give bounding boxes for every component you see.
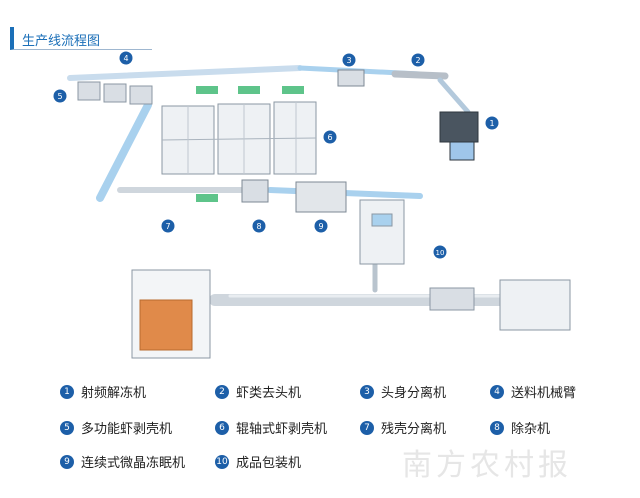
legend-number: 3 bbox=[360, 384, 374, 399]
roller-sheller-grid bbox=[161, 101, 317, 175]
head-body-separator bbox=[337, 69, 365, 87]
callout-number-3: 3 bbox=[346, 56, 351, 65]
callout-circle-4 bbox=[119, 51, 133, 65]
legend-label: 辊轴式虾剥壳机 bbox=[236, 422, 328, 437]
legend-item-7: 7 残壳分离机 bbox=[360, 418, 446, 437]
legend-label: 成品包装机 bbox=[236, 456, 302, 471]
top-conveyor-left bbox=[67, 65, 303, 81]
callout-number-5: 5 bbox=[57, 92, 62, 101]
legend-number: 7 bbox=[360, 420, 374, 435]
legend-number: 1 bbox=[60, 384, 74, 399]
multifunction-sheller-group bbox=[77, 81, 153, 105]
legend-item-9: 9 连续式微晶冻眠机 bbox=[60, 452, 185, 471]
legend-label: 连续式微晶冻眠机 bbox=[81, 456, 186, 471]
callout-circle-1 bbox=[485, 116, 499, 130]
legend-item-1: 1 射频解冻机 bbox=[60, 382, 146, 401]
legend-item-8: 8 除杂机 bbox=[490, 418, 550, 437]
diagram-title-box: 生产线流程图 bbox=[10, 27, 152, 50]
legend-label: 残壳分离机 bbox=[381, 422, 447, 437]
callout-circle-2 bbox=[411, 53, 425, 67]
legend-item-4: 4 送料机械臂 bbox=[490, 382, 576, 401]
callout-number-9: 9 bbox=[318, 222, 323, 231]
palletizer-frame bbox=[131, 269, 211, 359]
legend-number: 5 bbox=[60, 420, 74, 435]
end-station bbox=[499, 279, 571, 331]
callout-circle-3 bbox=[342, 53, 356, 67]
callout-number-2: 2 bbox=[415, 56, 420, 65]
watermark: 南方农村报 bbox=[402, 448, 572, 483]
legend-label: 射频解冻机 bbox=[81, 386, 147, 401]
feed-chute bbox=[437, 77, 471, 115]
legend-label: 虾类去头机 bbox=[236, 386, 302, 401]
diagonal-conveyor bbox=[96, 101, 152, 202]
callout-number-4: 4 bbox=[123, 54, 128, 63]
callout-circle-7 bbox=[161, 219, 175, 233]
legend-number: 6 bbox=[215, 420, 229, 435]
callout-circle-10 bbox=[433, 245, 447, 259]
legend-number: 8 bbox=[490, 420, 504, 435]
callout-number-7: 7 bbox=[165, 222, 170, 231]
legend-item-6: 6 辊轴式虾剥壳机 bbox=[215, 418, 327, 437]
rf-thawing-machine bbox=[439, 111, 479, 161]
callout-number-10: 10 bbox=[436, 249, 445, 257]
callout-circle-5 bbox=[53, 89, 67, 103]
head-removal-machine-body bbox=[391, 70, 449, 80]
legend-label: 送料机械臂 bbox=[511, 386, 577, 401]
legend-item-5: 5 多功能虾剥壳机 bbox=[60, 418, 172, 437]
callout-number-6: 6 bbox=[327, 133, 332, 142]
legend-label: 除杂机 bbox=[511, 422, 551, 437]
legend-number: 10 bbox=[215, 454, 229, 469]
callout-circle-9 bbox=[314, 219, 328, 233]
diagram-title: 生产线流程图 bbox=[22, 34, 101, 49]
packaging-machine bbox=[359, 199, 405, 265]
legend-number: 9 bbox=[60, 454, 74, 469]
callout-circle-8 bbox=[252, 219, 266, 233]
legend-item-10: 10 成品包装机 bbox=[215, 452, 301, 471]
continuous-freezer bbox=[295, 181, 347, 213]
legend-number: 2 bbox=[215, 384, 229, 399]
legend-item-3: 3 头身分离机 bbox=[360, 382, 446, 401]
impurity-remover bbox=[241, 179, 269, 203]
production-line-diagram: 1 2 3 4 5 6 7 8 9 10 bbox=[53, 51, 571, 359]
green-hoppers bbox=[196, 86, 304, 202]
legend-label: 多功能虾剥壳机 bbox=[81, 422, 173, 437]
legend-label: 头身分离机 bbox=[381, 386, 447, 401]
callout-number-8: 8 bbox=[256, 222, 261, 231]
callout-circle-6 bbox=[323, 130, 337, 144]
legend-item-2: 2 虾类去头机 bbox=[215, 382, 301, 401]
pack-station bbox=[429, 287, 475, 311]
legend-number: 4 bbox=[490, 384, 504, 399]
callout-number-1: 1 bbox=[489, 119, 494, 128]
callout-markers: 1 2 3 4 5 6 7 8 9 10 bbox=[53, 51, 499, 259]
